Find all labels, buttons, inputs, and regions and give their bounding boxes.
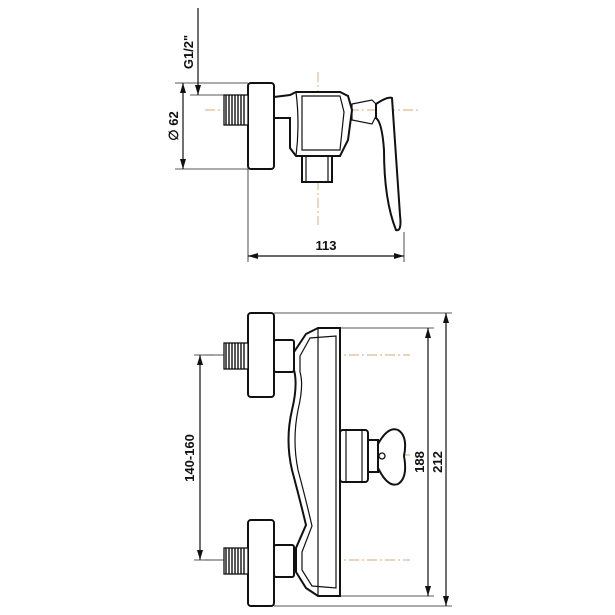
front-upper-nut (273, 339, 295, 373)
outer-height-dimension-label: 212 (430, 451, 445, 473)
side-view: G1/2" ∅ 62 113 (166, 8, 420, 262)
thread-dimension-label: G1/2" (181, 35, 196, 69)
spacing-dimension (194, 354, 224, 561)
diameter-dimension-label: ∅ 62 (166, 111, 181, 140)
front-lower-thread-nipple (223, 547, 249, 575)
inner-height-dimension-label: 188 (412, 451, 427, 473)
diameter-dimension (175, 82, 248, 170)
side-thread-nipple (223, 94, 249, 126)
front-handle-hub (339, 429, 379, 483)
outer-height-dimension (274, 312, 452, 607)
front-upper-rosette (247, 312, 275, 398)
side-mixer-body (273, 91, 381, 183)
depth-dimension-label: 113 (316, 238, 337, 253)
thread-dimension (190, 8, 224, 96)
front-upper-thread-nipple (223, 342, 249, 370)
depth-dimension (247, 169, 405, 262)
front-lever-handle (377, 428, 407, 486)
handle-indicator-icon (378, 452, 386, 460)
front-lower-rosette (247, 519, 275, 607)
side-lever-handle (375, 96, 402, 232)
spacing-dimension-label: 140-160 (182, 434, 197, 482)
inner-height-dimension (340, 327, 434, 597)
front-lower-nut (273, 544, 295, 578)
front-mixer-body (287, 327, 341, 597)
side-rosette (247, 82, 275, 170)
front-view: 140-160 188 212 (182, 312, 452, 607)
